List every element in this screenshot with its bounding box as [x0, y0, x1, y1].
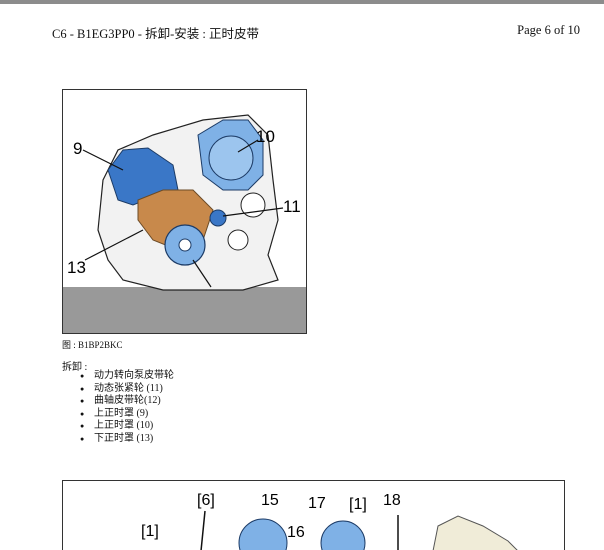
figure-caption: 图 : B1BP2BKC — [62, 340, 123, 350]
callout-10: 10 — [256, 127, 275, 146]
callout-18: 18 — [383, 492, 401, 509]
callout-b6: [6] — [197, 492, 215, 509]
callout-b1-left: [1] — [141, 523, 159, 540]
callout-b1-top: [1] — [349, 496, 367, 513]
callout-17: 17 — [308, 495, 326, 512]
cam-pulley — [208, 135, 254, 181]
callout-15: 15 — [261, 492, 279, 509]
tensioner-11 — [209, 209, 227, 227]
second-figure: [6] 15 17 [1] 18 [1] 16 — [62, 480, 565, 550]
page-number: Page 6 of 10 — [517, 23, 580, 37]
callout-11: 11 — [283, 197, 301, 216]
list-item: 动力转向泵皮带轮 — [80, 370, 174, 383]
callout-13: 13 — [67, 258, 86, 277]
floor-shade — [63, 287, 306, 333]
top-rule — [0, 0, 604, 4]
list-item: 曲轴皮带轮(12) — [80, 395, 174, 408]
list-item: 上正时罩 (10) — [80, 420, 174, 433]
list-item: 上正时罩 (9) — [80, 408, 174, 421]
removal-steps: 动力转向泵皮带轮 动态张紧轮 (11) 曲轴皮带轮(12) 上正时罩 (9) 上… — [80, 370, 174, 446]
document-title: C6 - B1EG3PP0 - 拆卸-安装 : 正时皮带 — [52, 27, 259, 41]
list-item: 动态张紧轮 (11) — [80, 383, 174, 396]
section-title: 拆卸 : — [62, 362, 88, 373]
engine-part-shape — [432, 515, 518, 550]
callout-9: 9 — [73, 139, 82, 158]
pulley-shape — [238, 518, 288, 550]
engine-figure: 9 10 11 13 — [62, 89, 307, 334]
callout-16: 16 — [287, 524, 305, 541]
pulley-shape — [320, 520, 366, 550]
list-item: 下正时罩 (13) — [80, 433, 174, 446]
